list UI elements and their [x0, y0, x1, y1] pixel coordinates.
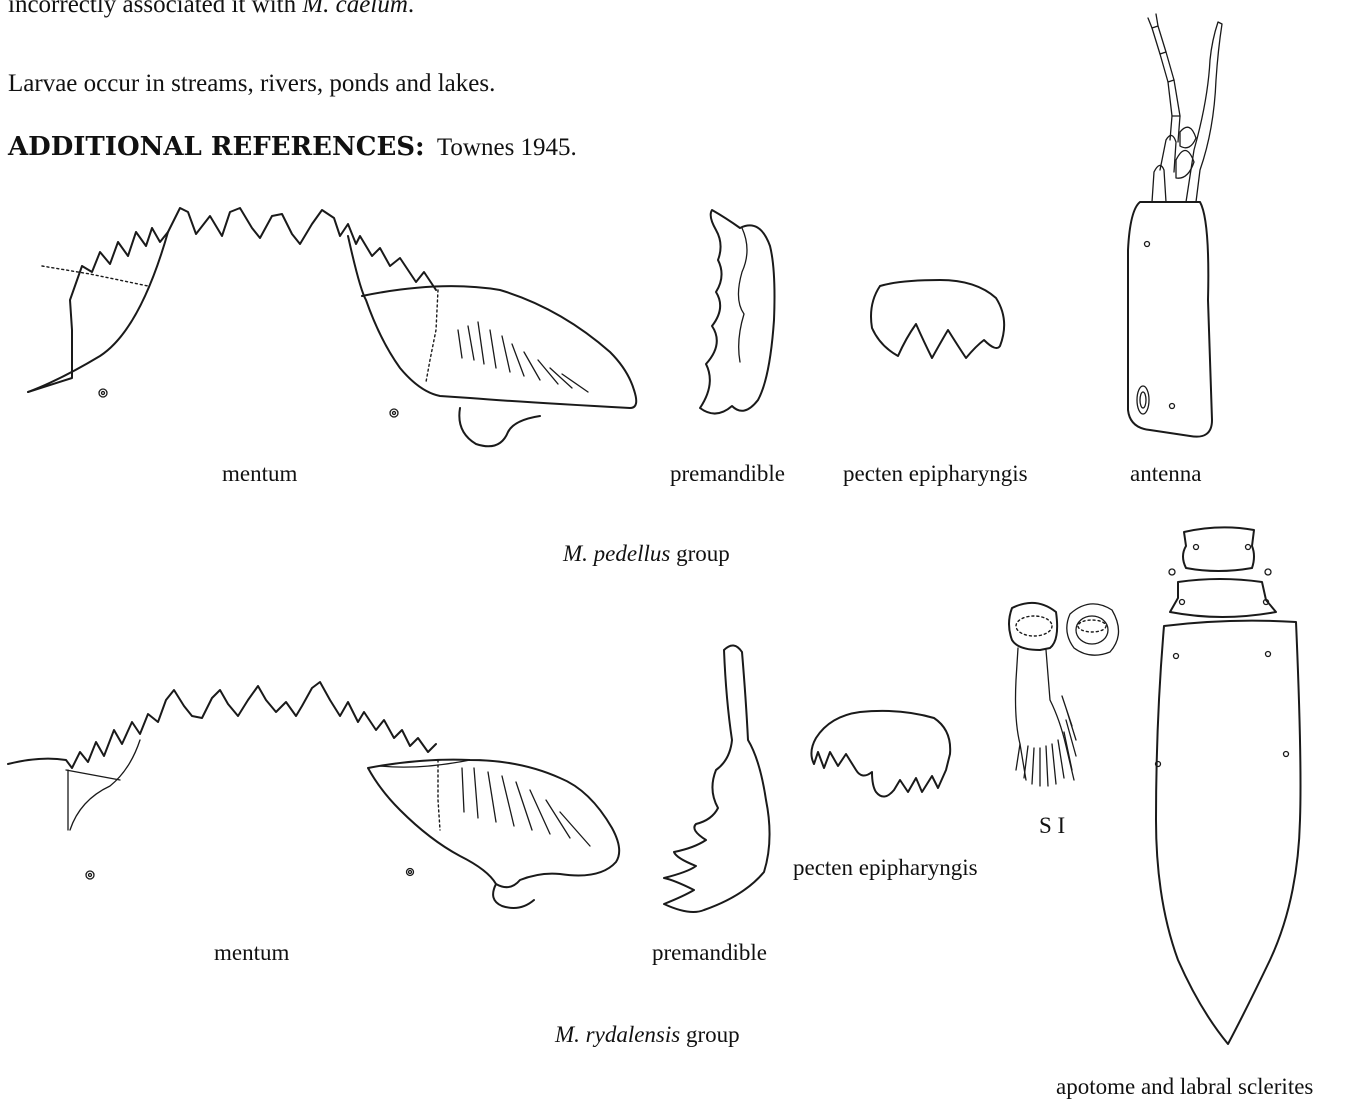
pecten-drawing-rydalensis — [811, 711, 950, 797]
si-seta-drawing — [1009, 603, 1119, 786]
label-premandible-rydalensis: premandible — [652, 939, 767, 967]
pecten-drawing-pedellus — [871, 280, 1004, 358]
mentum-drawing-pedellus — [28, 208, 636, 446]
apotome-drawing — [1156, 527, 1301, 1044]
label-si: S I — [1039, 812, 1065, 840]
label-premandible-pedellus: premandible — [670, 460, 785, 488]
label-antenna: antenna — [1130, 460, 1202, 488]
label-mentum-pedellus: mentum — [222, 460, 297, 488]
label-pecten-rydalensis: pecten epipharyngis — [793, 854, 978, 882]
caption-species: M. rydalensis — [555, 1022, 680, 1047]
label-mentum-rydalensis: mentum — [214, 939, 289, 967]
mentum-drawing-rydalensis — [8, 682, 619, 908]
caption-species: M. pedellus — [563, 541, 670, 566]
caption-pedellus-group: M. pedellus group — [563, 540, 730, 568]
premandible-drawing-pedellus — [700, 210, 775, 414]
antenna-drawing — [1128, 14, 1222, 437]
premandible-drawing-rydalensis — [664, 645, 770, 912]
label-pecten-pedellus: pecten epipharyngis — [843, 460, 1028, 488]
label-apotome: apotome and labral sclerites — [1056, 1073, 1313, 1101]
caption-rydalensis-group: M. rydalensis group — [555, 1021, 740, 1049]
